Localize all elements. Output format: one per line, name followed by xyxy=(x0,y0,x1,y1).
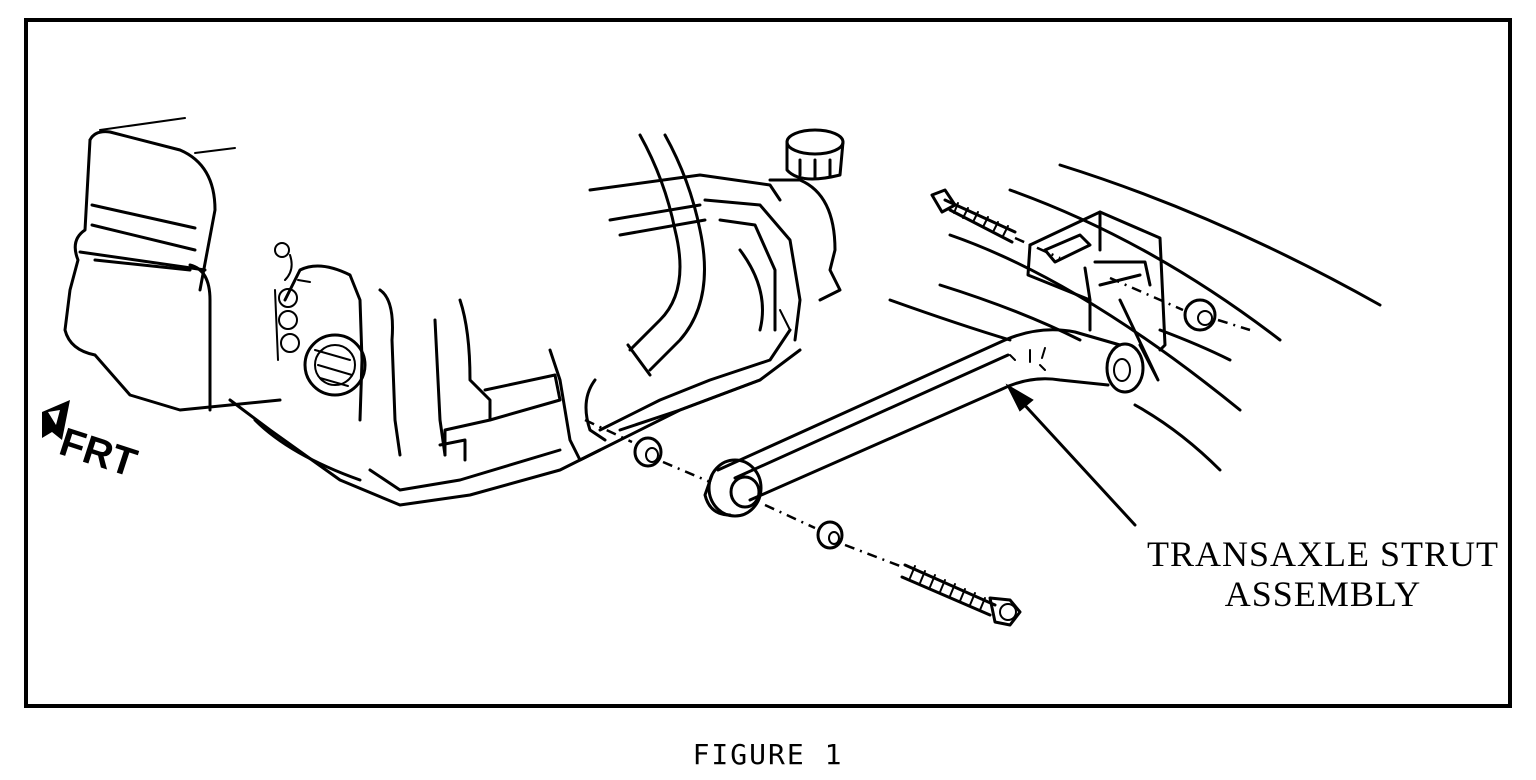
vehicle-frame-lines xyxy=(888,163,1382,472)
strut-arm xyxy=(716,328,1145,502)
callout-line-1: TRANSAXLE STRUT xyxy=(1146,534,1499,574)
figure-frame xyxy=(24,18,1512,708)
transaxle-strut-callout: TRANSAXLE STRUT ASSEMBLY xyxy=(1138,534,1508,614)
lower-washer-right xyxy=(764,503,901,568)
callout-arrow xyxy=(1005,383,1137,527)
figure-caption: FIGURE 1 xyxy=(692,738,844,771)
bracket xyxy=(1026,210,1167,382)
wiring-clips xyxy=(274,242,311,361)
strut-bushing xyxy=(703,458,763,518)
reservoir xyxy=(588,128,845,342)
upper-bolt xyxy=(930,188,1061,260)
lower-washer-left xyxy=(584,418,711,484)
tube xyxy=(626,133,706,377)
transaxle-body xyxy=(228,264,802,507)
front-arrow-icon xyxy=(42,400,70,440)
callout-line-2: ASSEMBLY xyxy=(1224,574,1422,614)
engine-block xyxy=(63,117,282,412)
upper-nut xyxy=(1109,276,1251,332)
lower-bolt xyxy=(900,563,1022,627)
